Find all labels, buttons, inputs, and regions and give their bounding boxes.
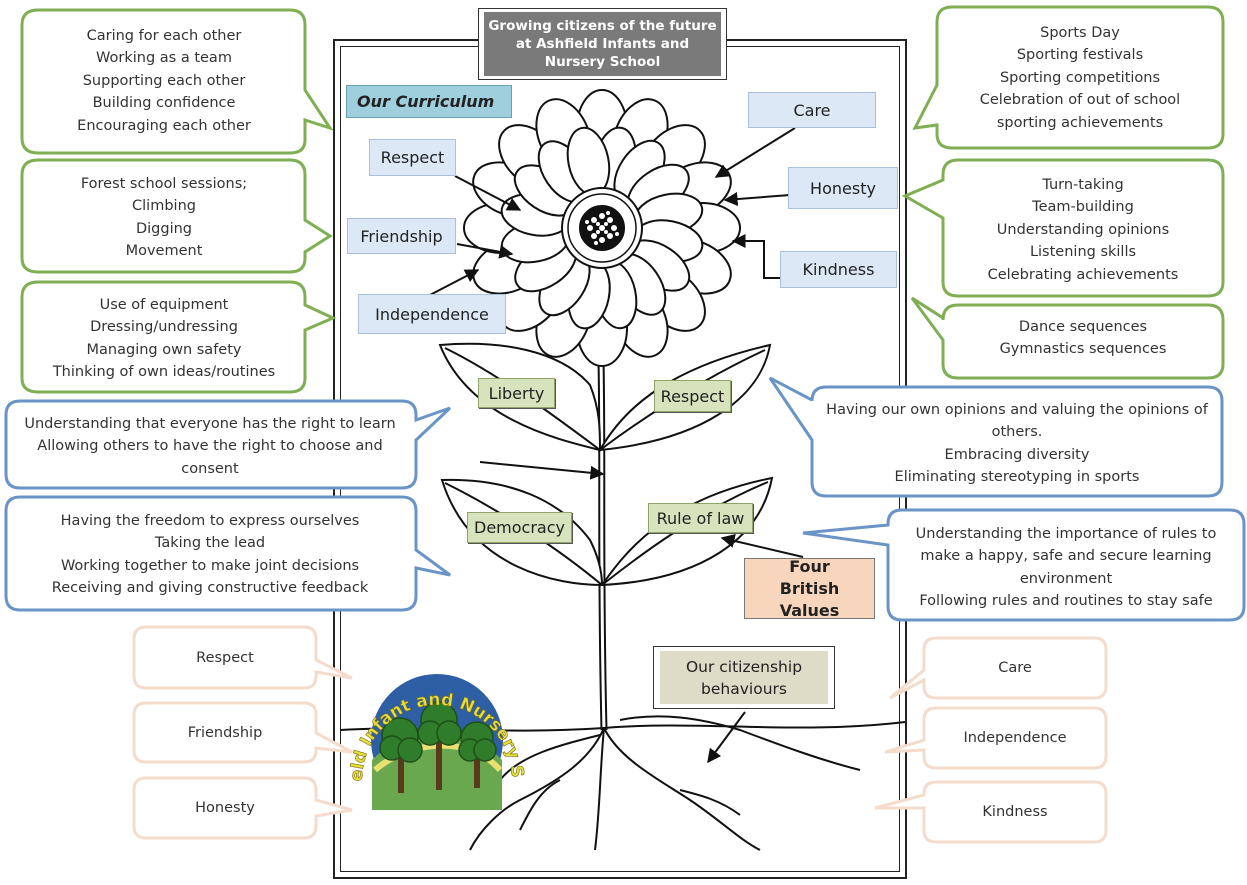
callout-line: Receiving and giving constructive feedba…	[51, 580, 369, 597]
callout-line: Use of equipment	[99, 297, 229, 313]
flower-label-independence: Independence	[358, 294, 506, 334]
flower-label-care: Care	[748, 92, 876, 128]
callout-line: Sports Day	[1040, 25, 1120, 41]
callout-line: Celebration of out of school sporting ac…	[979, 92, 1181, 131]
callout-bubble-kindness	[910, 296, 1225, 380]
root-label-kindness: Kindness	[982, 804, 1048, 820]
callout-bubble-root-care	[889, 636, 1108, 700]
callout-line: Listening skills	[1029, 244, 1137, 261]
callout-line: Sporting competitions	[999, 69, 1161, 86]
callout-honesty-text: Turn-taking Team-building Understanding …	[950, 174, 1216, 286]
callout-line: Understanding opinions	[996, 221, 1170, 238]
callout-line: Turn-taking	[1042, 177, 1124, 193]
callout-liberty-text: Understanding that everyone has the righ…	[12, 413, 408, 483]
callout-bubble-care	[912, 5, 1225, 150]
callout-line: Working as a team	[96, 50, 232, 67]
callout-line: Understanding the importance of rules to…	[915, 526, 1217, 587]
root-label-independence: Independence	[963, 730, 1067, 746]
callout-bubble-honesty	[901, 158, 1225, 298]
callout-line: Gymnastics sequences	[999, 341, 1167, 358]
flower-label-friendship: Friendship	[347, 218, 456, 254]
root-label-care: Care	[998, 660, 1032, 676]
callout-line: Supporting each other	[82, 72, 246, 89]
callout-line: Working together to make joint decisions	[60, 557, 360, 574]
flower-petals	[463, 89, 741, 367]
callout-line: Building confidence	[92, 95, 236, 112]
callout-line: Thinking of own ideas/routines	[52, 364, 276, 381]
callout-line: Team-building	[1032, 199, 1134, 216]
callout-bubble-respect	[20, 8, 334, 155]
callout-line: Allowing others to have the right to cho…	[37, 438, 383, 477]
callout-line: Managing own safety	[86, 341, 242, 358]
callout-line: Caring for each other	[86, 28, 242, 44]
callout-line: Digging	[135, 220, 193, 237]
leaf-label-democracy: Democracy	[467, 512, 572, 543]
callout-line: Taking the lead	[154, 535, 266, 552]
callout-bubble-liberty	[4, 399, 452, 490]
callout-bubble-root-independence	[884, 706, 1108, 770]
curriculum-heading: Our Curriculum	[346, 85, 512, 118]
leaf-label-respect: Respect	[654, 380, 731, 412]
flower-label-honesty: Honesty	[788, 167, 898, 209]
leaf-label-rule-of-law: Rule of law	[648, 503, 753, 533]
callout-kindness-text: Dance sequences Gymnastics sequences	[950, 316, 1216, 366]
callout-bubble-friendship	[20, 158, 333, 274]
callout-line: Following rules and routines to stay saf…	[919, 593, 1213, 610]
callout-bubble-independence	[20, 280, 337, 394]
callout-line: Dressing/undressing	[90, 319, 238, 336]
callout-line: Movement	[125, 243, 203, 260]
british-values-label: Four British Values	[744, 557, 875, 620]
arrows	[427, 127, 804, 764]
citizenship-behaviours-label: Our citizenship behaviours	[660, 651, 828, 704]
root-label-friendship: Friendship	[187, 724, 263, 741]
callout-respect-text: Caring for each other Working as a team …	[26, 25, 302, 143]
callout-bubble-root-honesty	[132, 776, 353, 840]
root-label-respect: Respect	[196, 650, 254, 666]
callout-bubble-rule-of-law	[802, 508, 1246, 622]
callout-line: Understanding that everyone has the righ…	[24, 416, 396, 432]
callout-friendship-text: Forest school sessions; Climbing Digging…	[26, 173, 302, 267]
callout-line: Climbing	[132, 198, 196, 215]
callout-bubble-root-friendship	[132, 701, 353, 764]
callout-democracy-text: Having the freedom to express ourselves …	[12, 510, 408, 604]
page-title: Growing citizens of the future at Ashfie…	[484, 12, 721, 76]
callout-line: Eliminating stereotyping in sports	[894, 469, 1140, 486]
flower-label-respect: Respect	[369, 139, 456, 176]
callout-care-text: Sports Day Sporting festivals Sporting c…	[960, 22, 1200, 136]
callout-rule-of-law-text: Understanding the importance of rules to…	[898, 523, 1234, 611]
callout-bubble-root-respect	[132, 625, 353, 690]
callout-line: Embracing diversity	[944, 446, 1090, 463]
callout-bubble-respect-value	[768, 376, 1224, 498]
root-label-honesty: Honesty	[195, 800, 255, 816]
callout-line: Having our own opinions and valuing the …	[826, 402, 1208, 441]
callout-line: Sporting festivals	[1016, 47, 1144, 64]
callout-line: Celebrating achievements	[987, 266, 1179, 283]
callout-bubble-democracy	[4, 495, 451, 612]
leaf-label-liberty: Liberty	[478, 378, 555, 408]
flower-label-kindness: Kindness	[780, 251, 897, 288]
callout-bubble-root-kindness	[874, 780, 1108, 844]
callout-line: Having the freedom to express ourselves	[60, 513, 360, 529]
callout-independence-text: Use of equipment Dressing/undressing Man…	[26, 294, 302, 388]
callout-line: Encouraging each other	[77, 117, 251, 134]
callout-line: Forest school sessions;	[80, 176, 248, 192]
callout-respect-value-text: Having our own opinions and valuing the …	[822, 399, 1212, 487]
callout-line: Dance sequences	[1018, 319, 1148, 335]
